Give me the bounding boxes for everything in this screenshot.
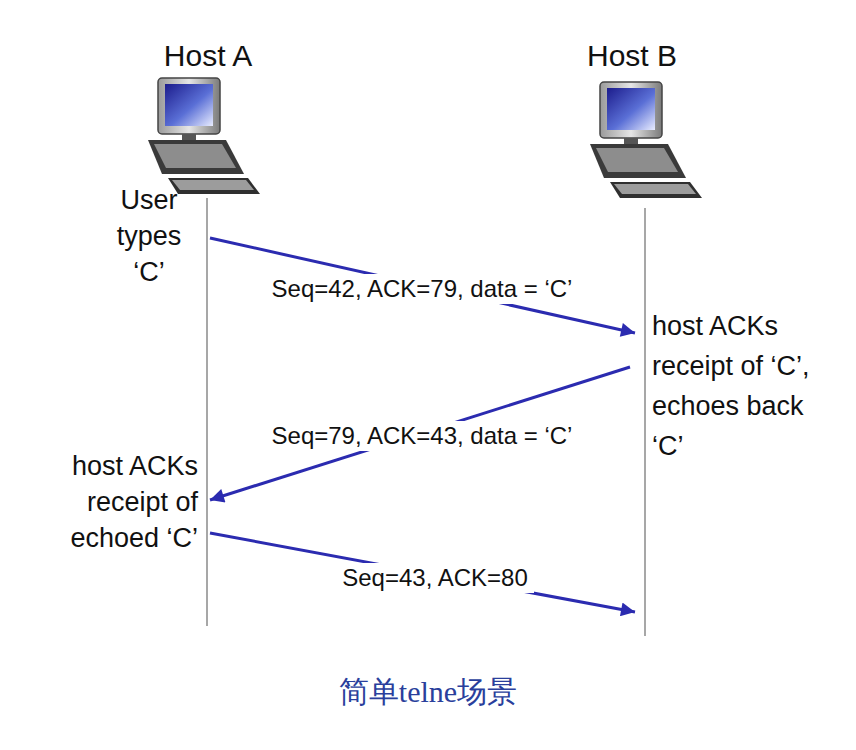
segment-label-box: Seq=43, ACK=80: [300, 563, 570, 593]
segment-arrow: [210, 533, 635, 612]
event-note-box: host ACKs receipt of ‘C’, echoes back ‘C…: [652, 306, 834, 466]
segment-label: Seq=42, ACK=79, data = ‘C’: [266, 274, 579, 304]
segment-label-box: Seq=42, ACK=79, data = ‘C’: [222, 274, 622, 304]
segment-arrow: [210, 238, 635, 333]
caption: 简单telne场景: [0, 672, 856, 712]
segment-arrow: [210, 367, 630, 500]
host-name-box: Host B: [572, 38, 692, 74]
host-b-timeline: [644, 208, 646, 636]
event-note-box: host ACKs receipt of echoed ‘C’: [18, 448, 198, 556]
host-b-computer: [590, 82, 702, 198]
host-a-timeline: [206, 198, 208, 626]
event-note: host ACKs receipt of ‘C’, echoes back ‘C…: [652, 306, 834, 466]
event-note-box: User types ‘C’: [98, 182, 200, 290]
host-name-box: Host A: [148, 38, 268, 74]
segment-label: Seq=79, ACK=43, data = ‘C’: [266, 421, 579, 451]
segment-label-box: Seq=79, ACK=43, data = ‘C’: [222, 421, 622, 451]
segment-label: Seq=43, ACK=80: [336, 563, 533, 593]
host-name: Host B: [587, 38, 677, 74]
event-note: host ACKs receipt of echoed ‘C’: [18, 448, 198, 556]
host-a-computer: [148, 78, 260, 194]
event-note: User types ‘C’: [98, 182, 200, 290]
host-name: Host A: [164, 38, 252, 74]
